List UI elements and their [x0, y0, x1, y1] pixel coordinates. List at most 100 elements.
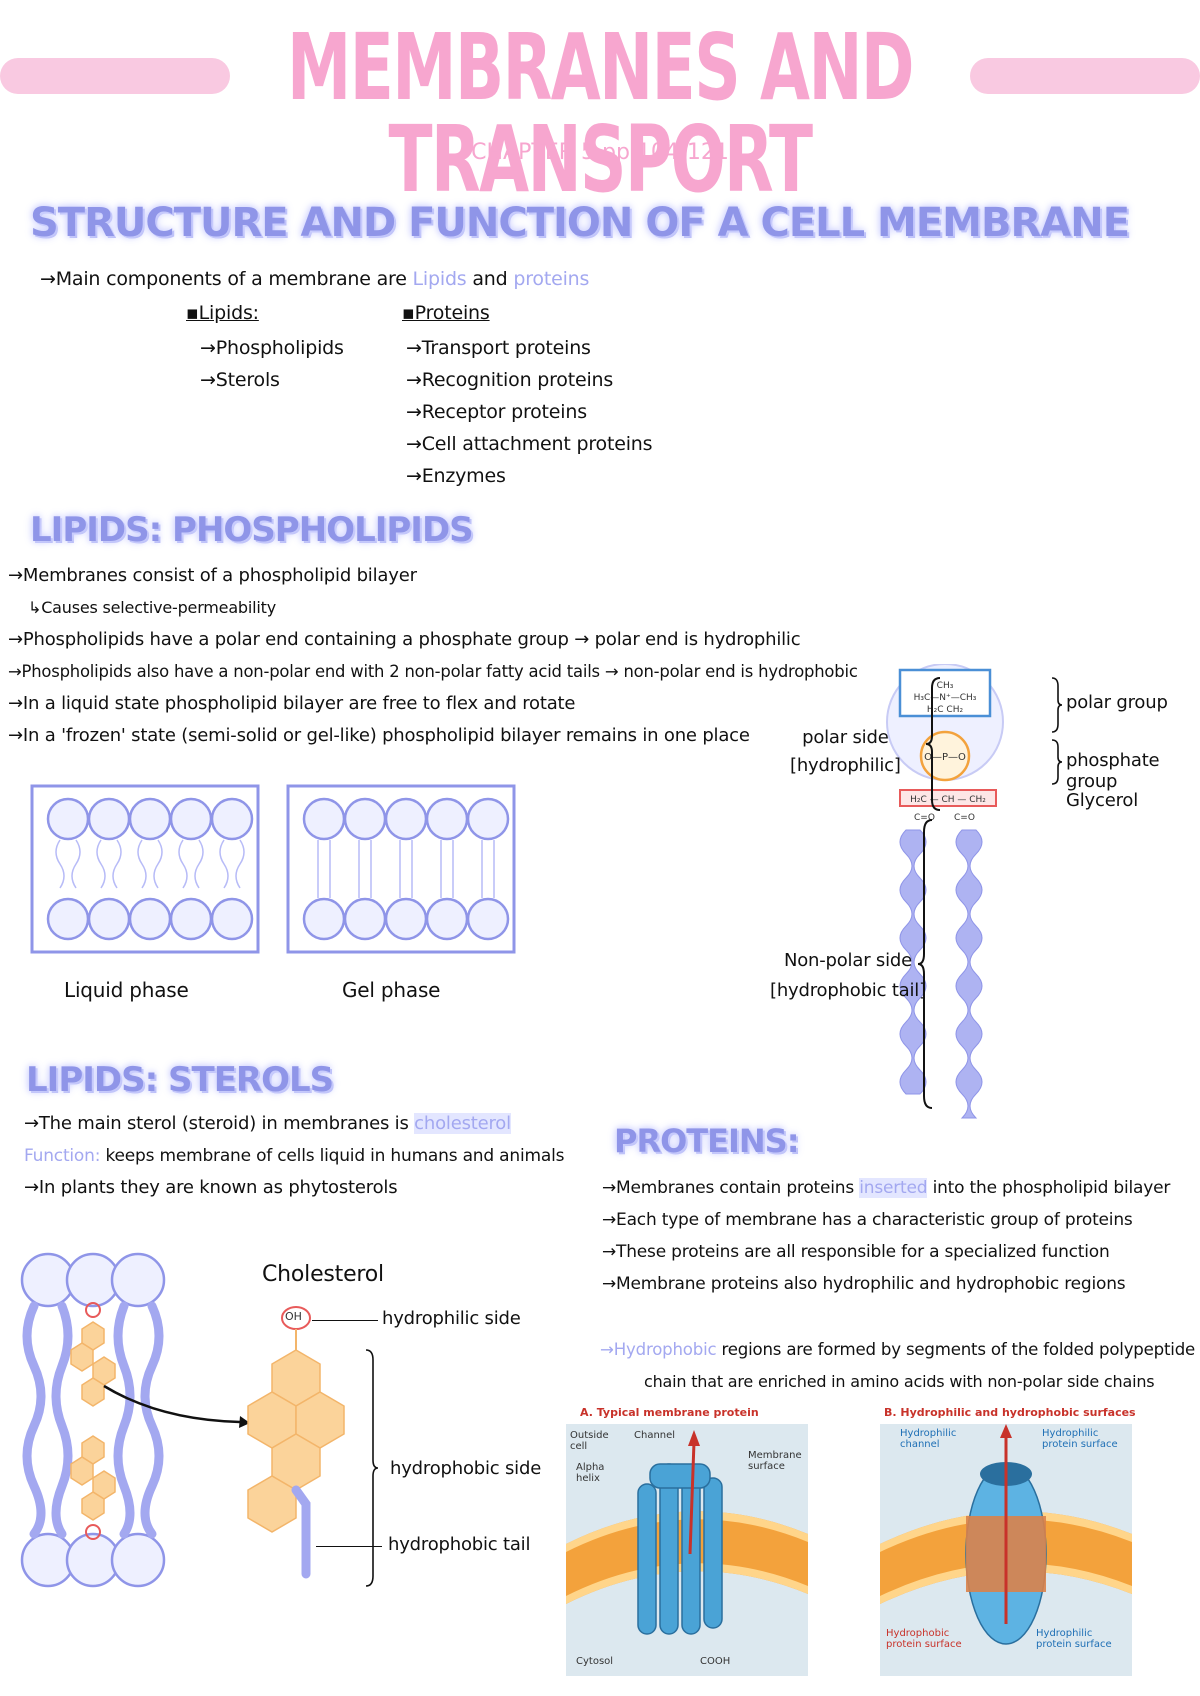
hydrophobic-highlight: →Hydrophobic	[600, 1340, 717, 1359]
hydrophobic-surface-label: Hydrophobic protein surface	[886, 1628, 962, 1650]
phospholipids-heading: LIPIDS: PHOSPHOLIPIDS	[30, 510, 474, 550]
outside-cell-label: Outside cell	[570, 1430, 609, 1452]
svg-text:C=O: C=O	[914, 813, 935, 823]
protein-line-1-suffix: into the phospholipid bilayer	[932, 1178, 1171, 1198]
gel-phase-caption: Gel phase	[342, 978, 441, 1002]
cholesterol-highlight: cholesterol	[414, 1113, 511, 1134]
nonpolar-side-subtext: [hydrophobic tail]	[770, 980, 926, 1001]
hydrophilic-channel-label: Hydrophilic channel	[900, 1428, 957, 1450]
phosphate-group-label: phosphate group	[1066, 750, 1160, 792]
protein-line-2: →Each type of membrane has a characteris…	[602, 1210, 1133, 1230]
title-bar-left	[0, 58, 230, 94]
hydrophilic-leader	[312, 1320, 378, 1321]
polar-side-subtext: [hydrophilic]	[790, 755, 901, 776]
svg-text:CH₃: CH₃	[937, 681, 954, 691]
lipids-label: ▪Lipids:	[186, 302, 259, 324]
liquid-phase-diagram	[30, 784, 260, 954]
phospholipid-molecule-diagram: CH₃ H₃C—N⁺—CH₃ H₂C CH₂ O—P—O H₂C — CH — …	[886, 664, 1004, 1119]
svg-text:C=O: C=O	[954, 813, 975, 823]
title-bar-right	[970, 58, 1200, 94]
note-line: →Phospholipids have a polar end containi…	[8, 629, 801, 650]
phosphate-group-bracket	[1051, 739, 1063, 785]
note-line: →In a liquid state phospholipid bilayer …	[8, 693, 576, 714]
gel-phase-diagram	[286, 784, 516, 954]
membrane-surface-label: Membrane surface	[748, 1450, 802, 1472]
figure-b-caption: B. Hydrophilic and hydrophobic surfaces	[884, 1406, 1136, 1419]
nonpolar-side-label: Non-polar side [hydrophobic tail]	[770, 946, 926, 1006]
svg-text:H₃C—N⁺—CH₃: H₃C—N⁺—CH₃	[914, 693, 977, 703]
sterol-notes: →The main sterol (steroid) in membranes …	[24, 1108, 584, 1204]
figure-a-membrane-protein	[566, 1424, 808, 1676]
protein-notes: →Membranes contain proteins inserted int…	[602, 1172, 1192, 1300]
polar-group-label: polar group	[1066, 692, 1168, 713]
figure-b-protein-surfaces	[880, 1424, 1132, 1676]
intro-lipids: Lipids	[412, 268, 467, 290]
lipids-item: →Sterols	[200, 369, 280, 391]
inserted-highlight: inserted	[859, 1178, 928, 1198]
protein-line-5-suffix: regions are formed by segments of the fo…	[721, 1340, 1196, 1359]
proteins-heading: PROTEINS:	[614, 1122, 800, 1160]
nonpolar-side-bracket	[917, 819, 933, 1109]
lipids-item: →Phospholipids	[200, 337, 344, 359]
function-text: keeps membrane of cells liquid in humans…	[105, 1146, 565, 1166]
cholesterol-arrow	[103, 1384, 250, 1428]
sterol-line-1-prefix: →The main sterol (steroid) in membranes …	[24, 1113, 409, 1134]
lipids-list: →Phospholipids →Sterols	[200, 332, 344, 396]
protein-line-1-prefix: →Membranes contain proteins	[602, 1178, 855, 1198]
hydrophobic-tail-leader	[316, 1546, 382, 1547]
hydrophobic-side-bracket	[365, 1349, 379, 1587]
intro-proteins: proteins	[513, 268, 590, 290]
liquid-phase-caption: Liquid phase	[64, 978, 189, 1002]
note-line: →In a 'frozen' state (semi-solid or gel-…	[8, 725, 750, 746]
protein-line-5: →Hydrophobic regions are formed by segme…	[600, 1334, 1196, 1366]
function-label: Function:	[24, 1146, 101, 1166]
protein-line-3: →These proteins are all responsible for …	[602, 1242, 1110, 1262]
proteins-item: →Cell attachment proteins	[406, 433, 653, 455]
nonpolar-side-text: Non-polar side	[783, 950, 912, 971]
hydrophobic-tail-label: hydrophobic tail	[388, 1534, 531, 1555]
note-line: →Membranes consist of a phospholipid bil…	[8, 565, 417, 586]
hydrophilic-side-label: hydrophilic side	[382, 1308, 521, 1329]
svg-text:H₂C — CH — CH₂: H₂C — CH — CH₂	[910, 795, 986, 805]
polar-group-bracket	[1051, 677, 1063, 733]
channel-label: Channel	[634, 1430, 676, 1441]
note-line: ↳Causes selective-permeability	[28, 598, 276, 617]
cholesterol-molecule-diagram	[247, 1306, 345, 1579]
page-title: MEMBRANES AND TRANSPORT	[287, 14, 915, 213]
polar-side-text: polar side	[802, 727, 889, 748]
proteins-item: →Recognition proteins	[406, 369, 614, 391]
intro-prefix: →Main components of a membrane are	[40, 268, 407, 290]
oh-label: OH	[285, 1310, 302, 1323]
glycerol-label: Glycerol	[1066, 790, 1138, 811]
svg-text:O—P—O: O—P—O	[924, 752, 966, 763]
proteins-list: →Transport proteins →Recognition protein…	[406, 332, 653, 492]
polar-side-bracket	[925, 677, 941, 811]
structure-heading: STRUCTURE AND FUNCTION OF A CELL MEMBRAN…	[30, 200, 1130, 246]
protein-line-4: →Membrane proteins also hydrophilic and …	[602, 1274, 1126, 1294]
page-subtitle: CHAPTER 5 pp.104-121	[471, 140, 729, 165]
hydrophilic-surface-top-label: Hydrophilic protein surface	[1042, 1428, 1118, 1450]
hydrophobic-highlight-text: Hydrophobic	[613, 1340, 717, 1359]
alpha-helix-label: Alpha helix	[576, 1462, 605, 1484]
cytosol-label: Cytosol	[576, 1656, 614, 1667]
proteins-item: →Receptor proteins	[406, 401, 587, 423]
proteins-label: ▪Proteins	[402, 302, 490, 324]
hydrophobic-side-label: hydrophobic side	[390, 1458, 542, 1479]
phospholipid-notes: →Membranes consist of a phospholipid bil…	[8, 560, 908, 752]
note-line: →Phospholipids also have a non-polar end…	[8, 662, 858, 681]
hydrophilic-surface-bottom-label: Hydrophilic protein surface	[1036, 1628, 1112, 1650]
polar-side-label: polar side [hydrophilic]	[790, 724, 901, 780]
proteins-item: →Transport proteins	[406, 337, 591, 359]
sterols-heading: LIPIDS: STEROLS	[26, 1060, 334, 1100]
cholesterol-title: Cholesterol	[262, 1262, 384, 1287]
cooh-label: COOH	[700, 1656, 731, 1667]
cholesterol-membrane-diagram	[20, 1252, 166, 1588]
figure-a-caption: A. Typical membrane protein	[580, 1406, 759, 1419]
sterol-line-2: Function: keeps membrane of cells liquid…	[24, 1140, 584, 1172]
proteins-item: →Enzymes	[406, 465, 506, 487]
intro-and: and	[472, 268, 508, 290]
svg-text:H₂C CH₂: H₂C CH₂	[927, 705, 964, 715]
protein-line-1: →Membranes contain proteins inserted int…	[602, 1172, 1192, 1204]
structure-intro: →Main components of a membrane are Lipid…	[40, 268, 589, 290]
sterol-line-1: →The main sterol (steroid) in membranes …	[24, 1108, 584, 1140]
